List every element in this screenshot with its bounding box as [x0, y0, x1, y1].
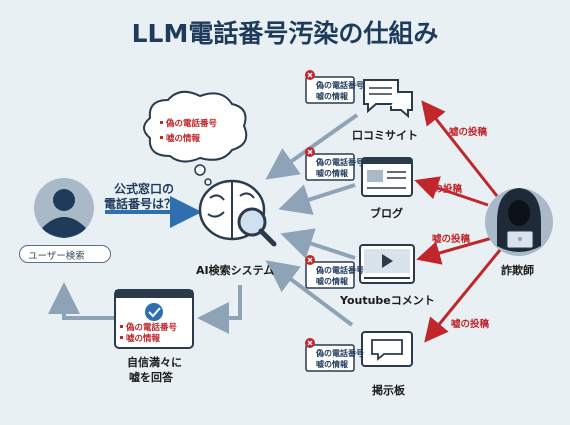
video-player-icon: [359, 244, 415, 284]
source-to-ai-arrows: [265, 113, 359, 327]
review-note-2: 嘘の情報: [316, 92, 348, 101]
fraudster-label: 詐欺師: [501, 264, 534, 277]
review-site-icon: [363, 79, 413, 119]
arrow-ai-to-answer: [197, 285, 242, 334]
bubble-item-false-info: 嘘の情報: [166, 134, 201, 144]
answer-item-false-info: 嘘の情報: [126, 334, 161, 344]
note-card-board: [305, 344, 355, 372]
review-note-1: 偽の電話番号: [316, 81, 364, 90]
note-card-youtube: [305, 261, 355, 289]
arrow-fraud-to-blog: [414, 176, 489, 207]
fraud-label-4: 嘘の投稿: [451, 319, 490, 330]
blog-note-2: 嘘の情報: [316, 169, 348, 178]
page-title: LLM電話番号汚染の仕組み: [131, 19, 439, 48]
arrow-board-to-ai: [265, 260, 354, 327]
warning-x-icons: [305, 70, 315, 348]
user-search-input[interactable]: ユーザー検索: [19, 245, 111, 263]
source-label-board: 掲示板: [372, 384, 405, 397]
arrow-review-to-ai: [265, 113, 359, 180]
fraud-label-3: 嘘の投稿: [432, 234, 471, 245]
answer-caption-line2: 嘘を回答: [129, 371, 173, 384]
fraud-label-2: 嘘の投稿: [424, 184, 463, 195]
arrow-fraud-to-youtube: [416, 236, 493, 265]
source-label-blog: ブログ: [370, 207, 403, 220]
arrow-fraud-to-board: [424, 249, 502, 343]
youtube-note-2: 嘘の情報: [316, 277, 348, 286]
answer-caption-line1: 自信満々に: [127, 356, 182, 369]
arrow-youtube-to-ai: [280, 228, 356, 260]
arrow-blog-to-ai: [278, 183, 356, 215]
source-note-cards: [305, 76, 355, 372]
blog-note-1: 偽の電話番号: [316, 158, 364, 167]
bubble-item-fake-number: 偽の電話番号: [166, 119, 218, 129]
fraud-arrows: [414, 100, 502, 343]
board-note-1: 偽の電話番号: [316, 349, 364, 358]
ai-system-label: AI検索システム: [196, 264, 275, 277]
search-placeholder: ユーザー検索: [28, 251, 85, 262]
arrow-fraud-to-review: [421, 100, 499, 197]
youtube-note-1: 偽の電話番号: [316, 266, 364, 275]
user-icon: [34, 178, 94, 238]
board-note-2: 嘘の情報: [316, 360, 348, 369]
arrow-answer-to-user: [48, 282, 115, 320]
note-card-blog: [305, 153, 355, 181]
ai-brain-icon: [198, 179, 277, 247]
question-line2: 電話番号は？: [104, 197, 177, 211]
source-label-youtube: Youtubeコメント: [340, 294, 435, 307]
blog-icon: [361, 157, 413, 197]
note-card-review: [305, 76, 355, 104]
hooded-hacker-icon: [485, 188, 553, 256]
question-line1: 公式窓口の: [114, 182, 175, 196]
forum-icon: [361, 331, 413, 367]
answer-item-fake-number: 偽の電話番号: [126, 323, 178, 333]
answer-screen-icon: [114, 289, 194, 349]
thought-bubble: [143, 90, 248, 186]
fraud-label-1: 嘘の投稿: [449, 127, 488, 138]
source-label-review-site: 口コミサイト: [352, 129, 418, 142]
